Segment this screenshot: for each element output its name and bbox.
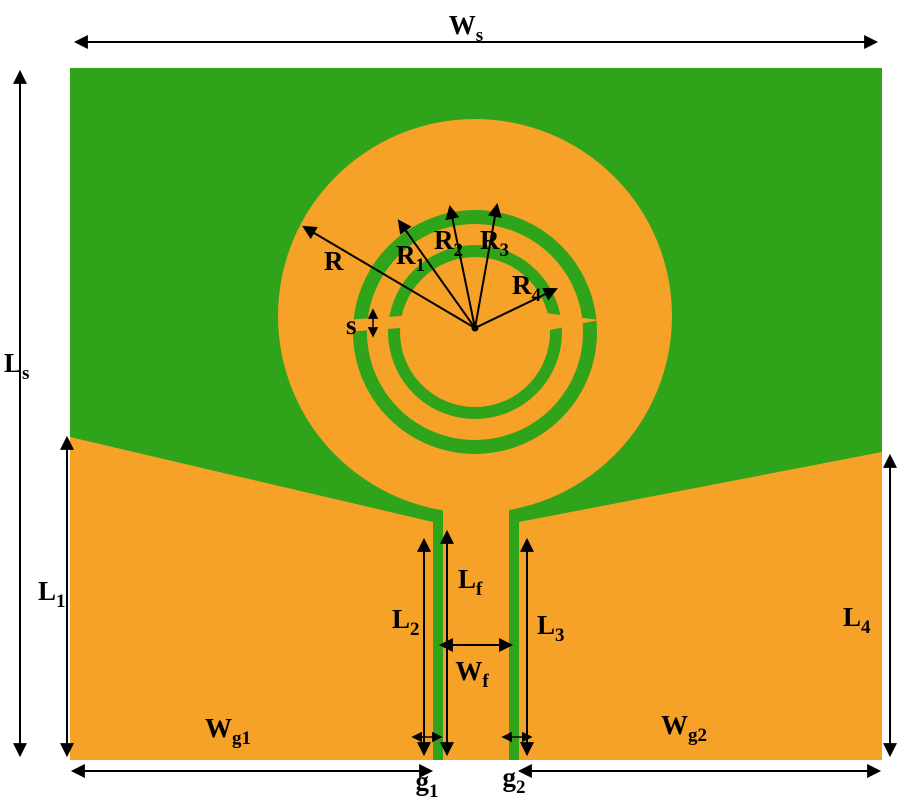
ground-plane-right (519, 452, 882, 760)
label-wg1: Wg1 (205, 713, 251, 749)
label-wf: Wf (455, 656, 489, 692)
label-lf: Lf (458, 564, 483, 600)
radius-arrow-r (302, 225, 476, 329)
label-r2: R2 (434, 225, 463, 261)
ring-slot-inner (388, 245, 562, 419)
label-l4: L4 (843, 602, 871, 638)
radius-arrow-r4 (474, 287, 558, 329)
ring-split-right (530, 311, 599, 334)
label-l3: L3 (537, 610, 565, 646)
label-wg2: Wg2 (661, 710, 707, 746)
circular-patch (278, 119, 672, 513)
label-r3: R3 (480, 225, 509, 261)
label-l2: L2 (392, 604, 420, 640)
ground-plane-left (70, 437, 433, 760)
label-ls: Ls (4, 348, 29, 384)
radius-origin-dot (471, 324, 479, 332)
label-ws: Ws (449, 10, 483, 46)
radius-arrow-r3 (474, 202, 502, 329)
label-r1: R1 (396, 240, 425, 276)
feed-line (443, 470, 509, 760)
label-r4: R4 (512, 270, 542, 306)
ring-slot-outer (353, 210, 597, 454)
label-l1: L1 (38, 576, 66, 612)
label-g1: g1 (416, 766, 439, 800)
label-r: R (324, 246, 344, 276)
label-g2: g2 (503, 762, 526, 798)
radius-arrow-r1 (397, 219, 476, 329)
radius-arrow-r2 (445, 204, 476, 329)
label-s: s (346, 310, 357, 340)
